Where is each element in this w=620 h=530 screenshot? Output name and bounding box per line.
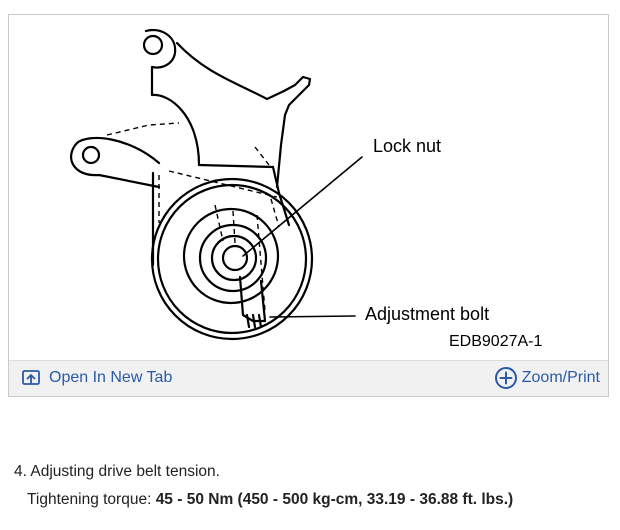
open-in-new-tab-button[interactable]: Open In New Tab <box>21 365 172 391</box>
open-in-new-tab-icon <box>21 369 41 387</box>
figure-toolbar: Open In New Tab Zoom/Print <box>9 360 608 396</box>
torque-value: 45 - 50 Nm (450 - 500 kg-cm, 33.19 - 36.… <box>155 491 514 508</box>
figure-card: Lock nut Adjustment bolt EDB9027A-1 Open… <box>8 14 609 397</box>
torque-label: Tightening torque: <box>27 491 156 508</box>
plus-circle-icon <box>494 366 518 390</box>
open-in-new-tab-label: Open In New Tab <box>49 369 173 386</box>
zoom-print-button[interactable]: Zoom/Print <box>494 365 600 391</box>
lock-nut-callout: Lock nut <box>373 136 442 156</box>
step-text: 4. Adjusting drive belt tension. <box>14 463 220 480</box>
tensioner-diagram: Lock nut Adjustment bolt EDB9027A-1 <box>9 15 608 360</box>
zoom-print-label: Zoom/Print <box>521 369 600 386</box>
torque-spec: Tightening torque: 45 - 50 Nm (450 - 500… <box>27 491 513 509</box>
adjustment-bolt-callout: Adjustment bolt <box>365 304 490 324</box>
figure-code: EDB9027A-1 <box>449 333 543 350</box>
